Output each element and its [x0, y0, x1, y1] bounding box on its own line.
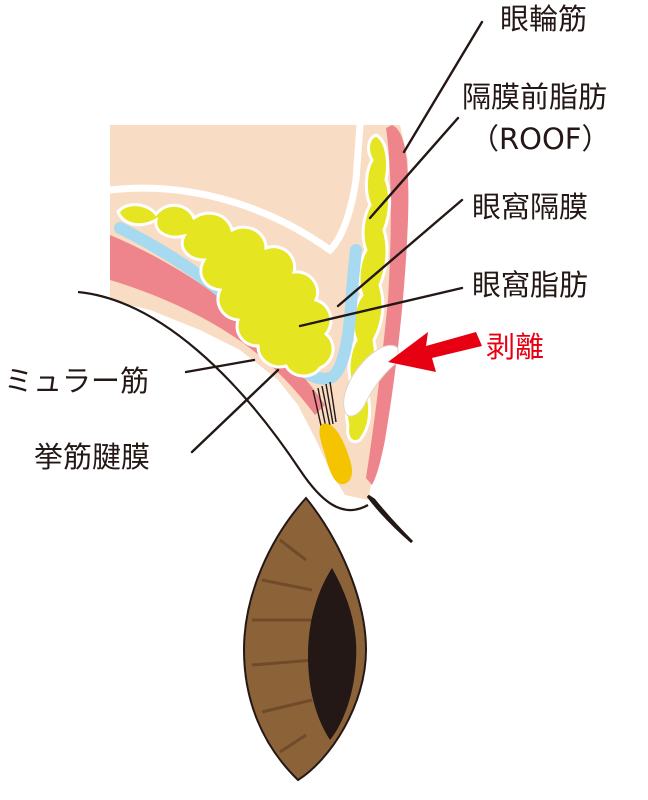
- orbicularis-muscle: [366, 125, 409, 485]
- orbital-fat: [116, 203, 335, 378]
- label-orbicularis: 眼輪筋: [500, 2, 588, 36]
- label-levator: 挙筋腱膜: [34, 440, 151, 474]
- leader-levator: [190, 368, 280, 454]
- label-roof-line1: 隔膜前脂肪: [462, 80, 608, 114]
- label-roof-line2: （ROOF）: [470, 122, 611, 156]
- label-muller: ミュラー筋: [4, 364, 150, 398]
- dissection-pocket: [343, 345, 399, 417]
- fascia-band: [106, 121, 364, 255]
- leader-muller: [184, 358, 256, 374]
- eyelash: [366, 494, 414, 544]
- label-septum: 眼窩隔膜: [472, 190, 589, 224]
- levator-tendon: [319, 423, 352, 485]
- leader-orbital-fat: [298, 286, 464, 328]
- leader-septum: [336, 198, 464, 308]
- globe-outline: [77, 290, 369, 512]
- label-orbital-fat: 眼窩脂肪: [472, 268, 589, 302]
- levator-fibers: [312, 381, 337, 431]
- dissection-arrow-icon: [388, 332, 482, 372]
- leader-roof: [368, 116, 460, 220]
- leader-lines: [184, 20, 484, 454]
- label-peel: 剥離: [486, 330, 545, 364]
- levator-muscle-band: [110, 235, 325, 415]
- roof-fat: [344, 133, 392, 444]
- pupil: [308, 568, 357, 740]
- iris-striations: [251, 538, 315, 754]
- leader-orbicularis: [402, 20, 484, 154]
